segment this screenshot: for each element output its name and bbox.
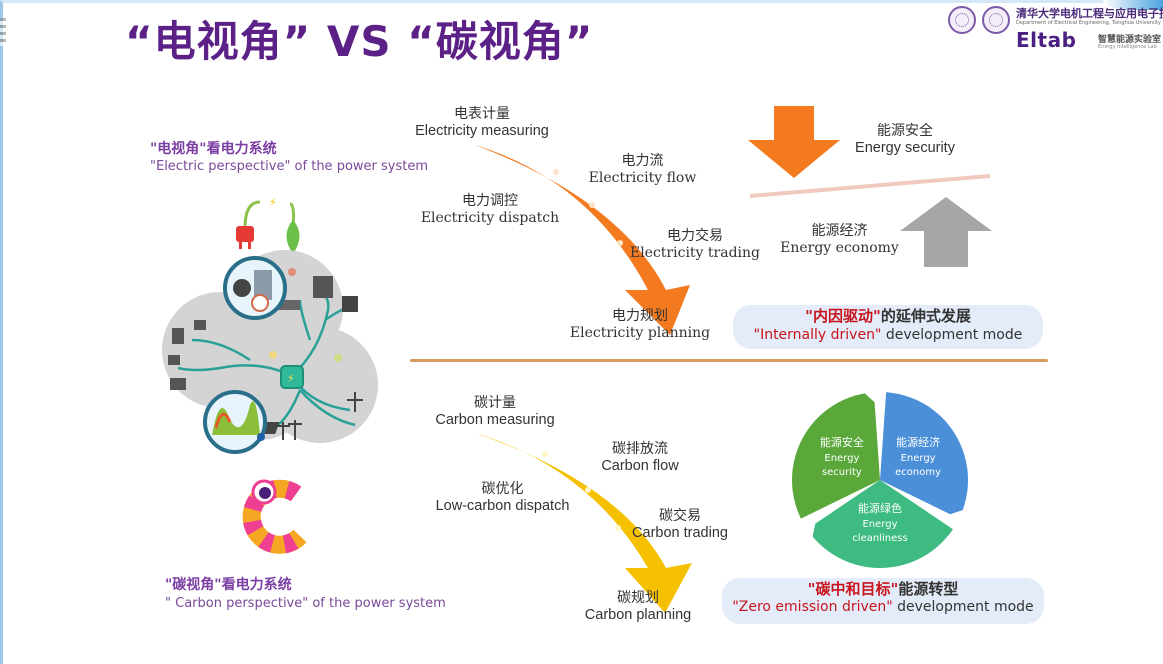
- wind-turbine-icon: [276, 420, 302, 440]
- electric-step-planning: 电力规划 Electricity planning: [569, 308, 711, 341]
- trilemma-label-cn: 能源绿色: [858, 501, 902, 515]
- side-edge-decoration: [0, 18, 6, 46]
- trilemma-label-en1: Energy: [901, 453, 936, 464]
- internal-mode-rest-cn: 的延伸式发展: [880, 307, 971, 325]
- carbon-step-trading: 碳交易 Carbon trading: [632, 508, 728, 541]
- arrow-down-icon: [748, 106, 840, 178]
- arrow-up-icon: [900, 197, 992, 267]
- trilemma-label-en1: Energy: [862, 519, 897, 530]
- lab-name-en: Energy Intelligence Lab: [1098, 44, 1157, 50]
- trilemma-segment: [880, 392, 968, 515]
- zero-emission-mode-box: "碳中和目标"能源转型 "Zero emission driven" devel…: [722, 578, 1044, 624]
- trilemma-label-cn: 能源安全: [820, 435, 864, 449]
- substation-icon: [280, 365, 304, 389]
- zero-mode-highlight-cn: "碳中和目标": [807, 580, 899, 598]
- flow-dot: [585, 487, 591, 493]
- flow-dot: [617, 240, 623, 246]
- electric-step-measuring: 电表计量 Electricity measuring: [415, 106, 549, 139]
- trilemma-label-en2: cleanliness: [852, 533, 907, 544]
- house-icon: [172, 328, 184, 344]
- trilemma-segment: [812, 480, 953, 568]
- plug-icon: [236, 200, 261, 249]
- electric-flow-arrow-icon: [475, 145, 690, 335]
- power-system-illustration: ⚡ ⚡: [162, 196, 378, 454]
- carbon-flow-arrow-icon: [475, 433, 692, 613]
- flow-dot: [589, 202, 595, 208]
- corner-decoration: [1103, 0, 1163, 10]
- leaf-icon: ⚡: [269, 196, 300, 254]
- energy-security-label: 能源安全 Energy security: [855, 123, 955, 156]
- house-icon: [168, 355, 180, 365]
- zero-mode-highlight-en: "Zero emission driven": [732, 599, 893, 615]
- university-seal-icon: [948, 6, 976, 34]
- factory-icon: [342, 296, 358, 312]
- electric-perspective-cn: "电视角"看电力系统: [150, 141, 277, 157]
- electric-step-trading: 电力交易 Electricity trading: [629, 228, 760, 261]
- carbon-perspective-en: " Carbon perspective" of the power syste…: [165, 596, 446, 611]
- trilemma-label-en1: Energy: [824, 453, 859, 464]
- trilemma-label-cn: 能源经济: [896, 435, 940, 449]
- trilemma-label-en2: economy: [895, 467, 941, 478]
- building-icon: [313, 276, 333, 298]
- department-name-cn: 清华大学电机工程与应用电子技术系: [1016, 7, 1163, 20]
- carbon-step-measuring: 碳计量 Carbon measuring: [435, 395, 555, 428]
- flow-dot: [615, 525, 621, 531]
- zero-mode-rest-cn: 能源转型: [898, 580, 959, 598]
- slide-title: “电视角” VS “碳视角”: [125, 17, 594, 66]
- flow-dot: [542, 451, 548, 457]
- internal-mode-rest-en: development mode: [881, 327, 1023, 343]
- balance-line: [749, 174, 991, 198]
- cloud-grid-icon: ⚡: [162, 250, 378, 454]
- carbon-eye-c-icon: [242, 479, 307, 554]
- svg-text:⚡: ⚡: [269, 196, 277, 209]
- electric-step-dispatch: 电力调控 Electricity dispatch: [420, 193, 560, 226]
- section-divider: [410, 359, 1048, 362]
- internal-mode-highlight-cn: "内因驱动": [805, 307, 881, 325]
- institution-logos: 清华大学电机工程与应用电子技术系 Department of Electrica…: [948, 2, 1163, 54]
- carbon-perspective-cn: "碳视角"看电力系统: [165, 577, 292, 593]
- trilemma-label-en2: security: [822, 467, 862, 478]
- house-icon: [194, 320, 206, 330]
- trilemma-segment: [792, 393, 880, 519]
- lab-logo: Eltab: [1016, 28, 1077, 52]
- lab-name-cn: 智慧能源实验室: [1098, 35, 1162, 45]
- svg-text:⚡: ⚡: [287, 372, 295, 385]
- energy-economy-label: 能源经济 Energy economy: [780, 223, 899, 256]
- carbon-step-flow: 碳排放流 Carbon flow: [601, 441, 679, 474]
- carbon-step-dispatch: 碳优化 Low-carbon dispatch: [435, 481, 570, 514]
- department-name-en: Department of Electrical Engineering, Ts…: [1016, 20, 1161, 26]
- department-seal-icon: [982, 6, 1010, 34]
- pylon-icon: [347, 392, 363, 412]
- internal-driven-mode-box: "内因驱动"的延伸式发展 "Internally driven" develop…: [733, 305, 1043, 349]
- internal-mode-highlight-en: "Internally driven": [753, 327, 882, 343]
- factory-icon: [278, 300, 300, 310]
- carbon-step-planning: 碳规划 Carbon planning: [584, 590, 692, 623]
- energy-trilemma-cycle: 能源安全 Energy security 能源经济 Energy economy 能源绿色 E…: [792, 392, 968, 568]
- zero-mode-rest-en: development mode: [892, 599, 1034, 615]
- house-icon: [170, 378, 186, 390]
- electric-perspective-en: "Electric perspective" of the power syst…: [150, 159, 429, 174]
- flow-dot: [553, 169, 559, 175]
- electric-step-flow: 电力流 Electricity flow: [588, 153, 697, 186]
